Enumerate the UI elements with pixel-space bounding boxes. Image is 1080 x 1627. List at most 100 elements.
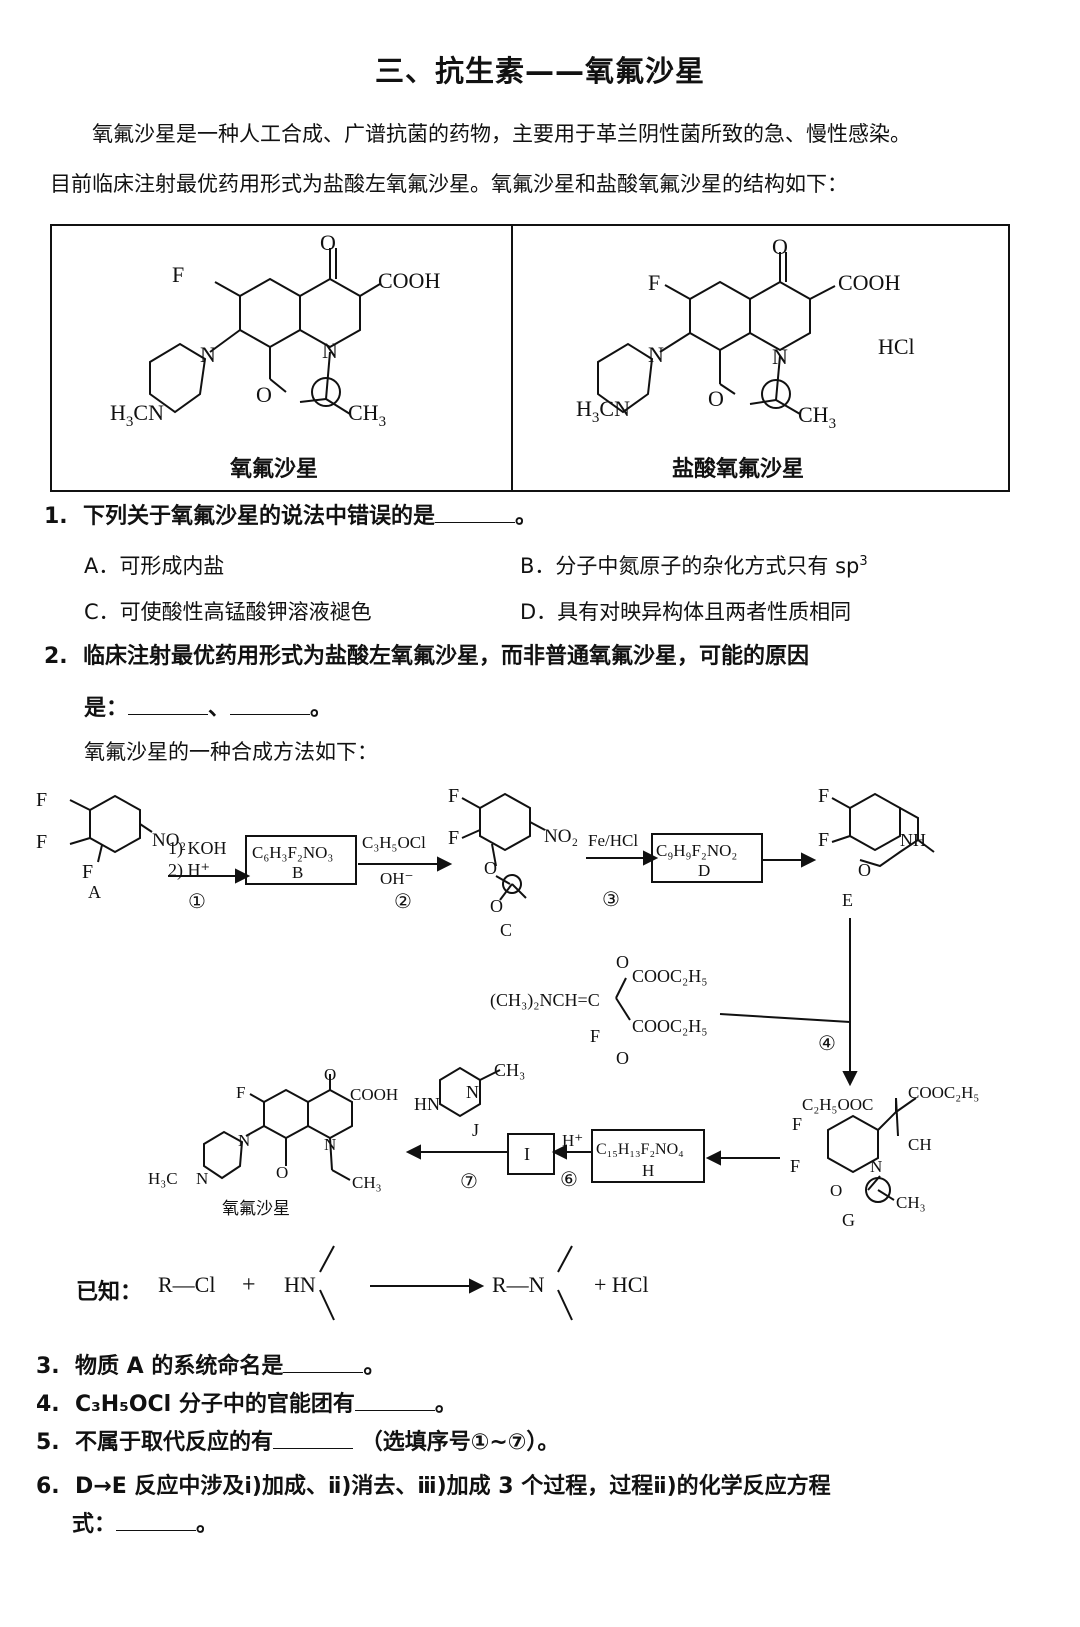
svg-text:O: O (324, 1065, 336, 1084)
right-N1: N (648, 342, 664, 367)
svg-text:F: F (36, 789, 47, 811)
synthesis-intro: 氧氟沙星的一种合成方法如下： (84, 740, 378, 764)
svg-text:N: N (196, 1169, 208, 1188)
svg-text:OH⁻: OH⁻ (380, 869, 414, 888)
q1-option-c: C．可使酸性高锰酸钾溶液褪色 (84, 600, 372, 624)
q5-stem: 5. 不属于取代反应的有 （选填序号①~⑦）。 (36, 1424, 559, 1456)
svg-text:HN: HN (414, 1094, 440, 1114)
svg-text:NO₂: NO₂ (544, 826, 578, 847)
left-CH3: CH3 (348, 400, 386, 430)
intro-line-1: 氧氟沙星是一种人工合成、广谱抗菌的药物，主要用于革兰阴性菌所致的急、慢性感染。 (92, 122, 911, 146)
svg-text:N: N (324, 1135, 336, 1154)
svg-text:1) KOH: 1) KOH (168, 838, 227, 859)
svg-text:HN: HN (284, 1272, 316, 1297)
left-COOH: COOH (378, 268, 440, 293)
svg-text:O: O (858, 860, 871, 880)
q4-answer-blank[interactable] (354, 1388, 435, 1411)
svg-text:J: J (472, 1120, 479, 1140)
svg-text:COOC₂H₅: COOC₂H₅ (632, 1016, 708, 1036)
svg-text:⑥: ⑥ (560, 1169, 578, 1191)
right-H3CN: H3CN (576, 396, 630, 426)
svg-text:D: D (698, 861, 710, 880)
product-caption: 氧氟沙星 (222, 1199, 290, 1218)
svg-text:F: F (790, 1156, 800, 1176)
svg-text:O: O (276, 1163, 288, 1182)
svg-text:CH₃: CH₃ (896, 1193, 926, 1212)
right-CH3: CH3 (798, 402, 836, 432)
svg-text:F: F (82, 861, 93, 883)
svg-text:CH: CH (908, 1135, 932, 1154)
q2-stem: 2. 临床注射最优药用形式为盐酸左氧氟沙星，而非普通氧氟沙星，可能的原因 (44, 644, 810, 669)
left-N1: N (200, 342, 216, 367)
svg-text:N: N (238, 1131, 250, 1150)
svg-text:O: O (616, 1048, 629, 1068)
structures-table: F O COOH N N O H3CN CH3 氧氟沙星 F O COOH HC… (50, 224, 1010, 492)
q5-answer-blank[interactable] (273, 1426, 354, 1449)
svg-text:Fe/HCl: Fe/HCl (588, 831, 638, 850)
q2-answer-line: 是：、。 (84, 690, 332, 722)
ofloxacin-hcl-structure (597, 252, 836, 415)
svg-text:O: O (484, 858, 497, 878)
compound-e-label: E (842, 890, 853, 910)
svg-text:R—Cl: R—Cl (158, 1272, 215, 1297)
ofloxacin-structure (149, 248, 381, 415)
known-reaction: R—Cl + HN R—N + HCl (158, 1245, 649, 1321)
left-O: O (320, 230, 336, 255)
compound-a-label: A (88, 882, 101, 902)
svg-text:②: ② (394, 891, 412, 913)
q2-blank-1[interactable] (128, 692, 209, 715)
left-H3CN: H3CN (110, 400, 164, 430)
q6-stem: 6. D→E 反应中涉及ⅰ)加成、ⅱ)消去、ⅲ)加成 3 个过程，过程ⅱ)的化学… (36, 1474, 831, 1499)
q1-option-b: B．分子中氮原子的杂化方式只有 sp3 (520, 554, 868, 578)
svg-text:2) H⁺: 2) H⁺ (168, 860, 210, 881)
svg-text:NH: NH (900, 830, 926, 850)
svg-text:+ HCl: + HCl (594, 1272, 649, 1297)
svg-text:CH₃: CH₃ (494, 1060, 525, 1080)
svg-text:F: F (236, 1083, 245, 1102)
svg-text:N: N (870, 1157, 882, 1176)
svg-text:I: I (524, 1144, 530, 1164)
q3-stem: 3. 物质 A 的系统命名是。 (36, 1348, 385, 1380)
svg-text:①: ① (188, 891, 206, 913)
q3-answer-blank[interactable] (283, 1350, 364, 1373)
compound-a-ring (89, 794, 141, 854)
compound-g-label: G (842, 1210, 855, 1230)
known-label: 已知： (76, 1280, 143, 1305)
right-caption: 盐酸氧氟沙星 (672, 456, 804, 482)
q2-blank-2[interactable] (230, 692, 311, 715)
svg-text:F: F (818, 829, 829, 851)
svg-text:F: F (448, 785, 459, 807)
b-formula: C₆H₃F₂NO₃ (252, 843, 333, 862)
svg-text:C₂H₅OOC: C₂H₅OOC (802, 1095, 873, 1114)
svg-text:③: ③ (602, 889, 620, 911)
q6-answer-blank[interactable] (116, 1508, 197, 1531)
right-O2: O (708, 386, 724, 411)
h-formula: C₁₅H₁₃F₂NO₄ (596, 1141, 684, 1158)
intro-line-2: 目前临床注射最优药用形式为盐酸左氧氟沙星。氧氟沙星和盐酸氧氟沙星的结构如下： (50, 172, 848, 196)
svg-text:C₃H₅OCl: C₃H₅OCl (362, 833, 426, 852)
svg-text:F: F (818, 785, 829, 807)
svg-text:+: + (242, 1272, 256, 1298)
svg-text:F: F (448, 827, 459, 849)
page-title: 三、抗生素——氧氟沙星 (374, 54, 705, 88)
svg-text:H: H (642, 1161, 654, 1180)
q1-answer-blank[interactable] (435, 500, 516, 523)
q6-answer-line: 式：。 (72, 1506, 218, 1538)
svg-text:B: B (292, 863, 303, 882)
svg-text:R—N: R—N (492, 1272, 545, 1297)
q1-option-a: A．可形成内盐 (84, 554, 225, 578)
svg-text:⑦: ⑦ (460, 1171, 478, 1193)
svg-text:H⁺: H⁺ (562, 1131, 583, 1150)
svg-text:F: F (36, 831, 47, 853)
right-O: O (772, 234, 788, 259)
left-O2: O (256, 382, 272, 407)
synthesis-scheme: F F F NO₂ A 1) KOH 2) H⁺ ① C₆H₃F₂NO₃ B C… (36, 785, 979, 1230)
q1-stem: 1. 下列关于氧氟沙星的说法中错误的是。 (44, 498, 537, 530)
q4-stem: 4. C₃H₅OCl 分子中的官能团有。 (36, 1386, 457, 1418)
svg-text:O: O (490, 896, 503, 916)
svg-text:NO₂: NO₂ (152, 830, 186, 851)
right-HCl: HCl (878, 334, 915, 359)
svg-text:F: F (792, 1114, 802, 1134)
left-caption: 氧氟沙星 (229, 456, 318, 482)
svg-text:N: N (466, 1082, 479, 1102)
